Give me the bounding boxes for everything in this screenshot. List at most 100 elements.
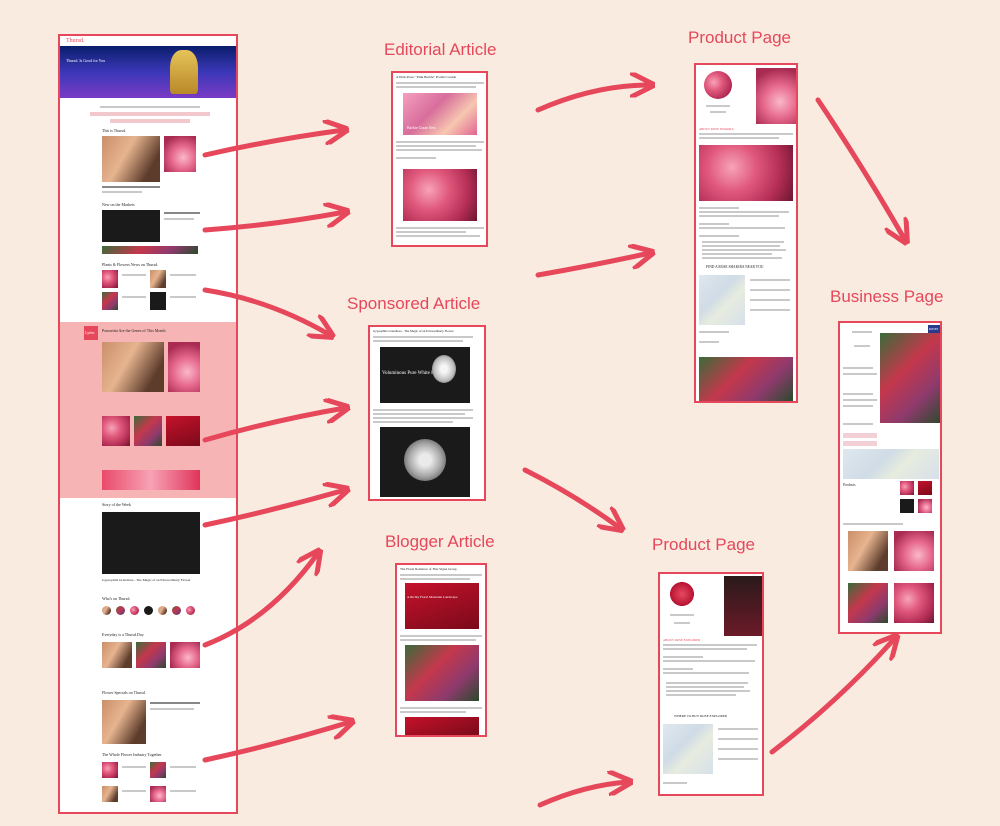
arrow-blogger-to-product-bottom [537,782,628,808]
home-sponsor-logo: Lyfen [85,330,95,335]
hero-figure [170,50,198,94]
editorial-screenshot: A Pink Rose: "Pink Barbie" Product Guide… [391,71,488,247]
product-top-map [699,275,745,325]
blogger-img-1 [405,583,479,629]
product-bottom-section: ABOUT ROSE EXPLORER [663,638,701,642]
home-sec1: This is Thursd. [102,128,127,133]
home-page-screenshot: Thursd. Thursd. Is Good for You This is … [58,34,238,814]
business-product-4 [918,499,932,513]
blogger-screenshot: The Floral Romance of This Vigne Group A… [395,563,487,737]
sponsored-screenshot: Gypsophila Grandiosa - The Magic of an E… [368,325,486,501]
sponsored-img-text: Voluminous Pure White Flowers [382,371,448,376]
home-day-2 [136,642,166,668]
sponsor-img-3 [102,416,130,446]
sponsor-img-1 [102,342,164,392]
home-story-title: Gypsophila Grandiosa - The Magic of an E… [102,578,191,582]
product-bottom-map [663,724,713,774]
home-news-3 [150,270,166,288]
blogger-img-text: A Richly Floral Mountain Landscape [407,595,458,599]
home-special-img [102,700,146,744]
sponsored-img-1 [380,347,470,403]
blogger-headline: The Floral Romance of This Vigne Group [400,567,457,571]
home-sec3: Plants & Flowers News on Thursd. [102,262,159,267]
product-top-find: FIND A ROSE SHAKIRA NEAR YOU [706,265,764,269]
home-news-2 [102,292,118,310]
home-story-img [102,512,200,574]
blogger-img-2 [405,645,479,701]
avatar [102,606,111,615]
arrow-editorial-to-product-top-2 [535,253,650,278]
label-editorial: Editorial Article [384,40,497,59]
arrow-product-top-to-business [815,97,905,240]
sponsored-headline: Gypsophila Grandiosa - The Magic of an E… [373,329,454,333]
home-ind-1 [102,762,118,778]
avatar [186,606,195,615]
product-top-img [699,145,793,201]
business-product-3 [900,499,914,513]
label-sponsored: Sponsored Article [347,294,481,313]
product-top-bottom-img [699,357,793,401]
arrow-sponsored-to-product-bottom [522,467,620,528]
home-logo: Thursd. [66,38,85,44]
editorial-img-2 [403,169,477,221]
avatar [130,606,139,615]
home-strip [102,246,198,254]
home-day-1 [102,642,132,668]
product-top-screenshot: ABOUT ROSE SHAKIRA FIND A ROSE SHAKIRA N… [694,63,798,403]
product-bottom-screenshot: ABOUT ROSE EXPLORER WHERE TO BUY ROSE EX… [658,572,764,796]
business-map [843,449,939,479]
home-news-4 [150,292,166,310]
home-sec4: Story of the Week [102,502,131,507]
home-sec2: New on the Markets [102,202,135,207]
arrow-product-bottom-to-business [769,638,895,755]
avatar [144,606,153,615]
home-ind-3 [102,786,118,802]
home-hero [60,46,236,98]
business-img-2 [894,531,934,571]
home-header [60,36,236,46]
business-screenshot: ROSES Products [838,321,942,634]
editorial-headline: A Pink Rose: "Pink Barbie" Product Guide [396,75,457,79]
label-product-bottom: Product Page [652,535,756,554]
label-business: Business Page [830,287,944,306]
business-img-3 [848,583,888,623]
business-brand: ROSES [929,327,939,331]
product-bottom-hero [724,576,762,636]
product-top-hero [756,68,796,124]
home-sec5: Who's on Thursd. [102,596,131,601]
label-blogger: Blogger Article [385,532,495,551]
avatar [158,606,167,615]
home-sec6: Everyday is a Thursd.Day [102,632,144,637]
blogger-img-3 [405,717,479,735]
home-day-3 [170,642,200,668]
product-bottom-avatar [668,580,696,608]
sponsor-img-4 [134,416,162,446]
product-bottom-find: WHERE TO BUY ROSE EXPLORER [674,714,728,718]
product-top-avatar [704,71,732,99]
avatar [172,606,181,615]
business-product-2 [918,481,932,495]
arrow-editorial-to-product-top-1 [535,85,650,113]
home-img-3 [102,210,160,242]
business-section: Products [843,483,856,487]
business-product-1 [900,481,914,495]
avatar [116,606,125,615]
home-sec8: The Whole Flower Industry Together [102,752,162,757]
business-img-4 [894,583,934,623]
flower-blob [432,355,456,383]
sponsor-banner [102,470,200,490]
product-top-section: ABOUT ROSE SHAKIRA [699,127,734,131]
home-ind-2 [150,762,166,778]
home-news-1 [102,270,118,288]
business-brand-box [928,325,940,335]
business-hero [880,333,940,423]
home-sec7: Flower Specials on Thursd. [102,690,146,695]
home-ind-4 [150,786,166,802]
sponsor-img-2 [168,342,200,392]
editorial-img-caption: Barbie Craze Sets [407,125,436,130]
home-img-2 [164,136,196,172]
sponsor-logo-box [84,326,98,340]
home-img-1 [102,136,160,182]
editorial-img-1 [403,93,477,135]
home-hero-title: Thursd. Is Good for You [66,58,106,63]
